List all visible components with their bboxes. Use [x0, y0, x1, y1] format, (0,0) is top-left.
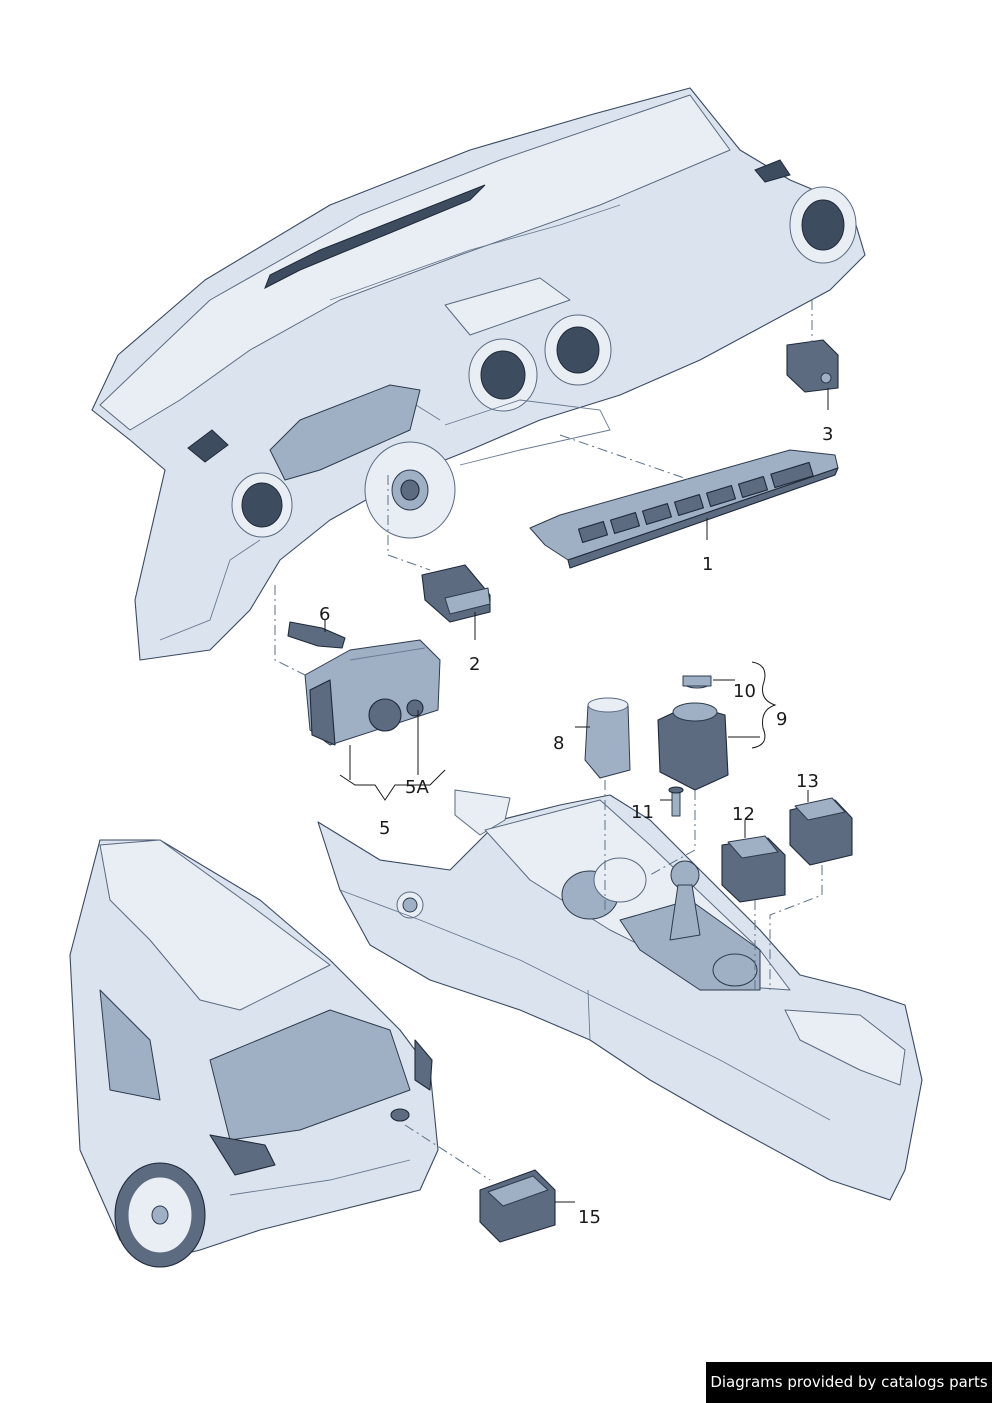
- callout-5a: 5A: [405, 777, 429, 798]
- callout-3: 3: [822, 424, 833, 445]
- callout-1: 1: [702, 554, 713, 575]
- air-vent-right: [789, 186, 857, 264]
- callout-5: 5: [379, 818, 390, 839]
- callout-2: 2: [469, 654, 480, 675]
- center-console-illustration: [317, 789, 923, 1201]
- part-5-light-switch: [304, 639, 441, 746]
- car-wheel: [114, 1162, 206, 1268]
- callout-12: 12: [732, 804, 755, 825]
- part-12-switch: [721, 835, 786, 903]
- callout-labels: 1 2 3 5 5A 6 8 9 10 11 12 13 15: [319, 424, 833, 1228]
- callout-6: 6: [319, 604, 330, 625]
- leader-lines: [324, 388, 829, 1203]
- part-15-switch: [479, 1169, 556, 1243]
- air-vent-center-1: [468, 338, 538, 412]
- air-vent-center-2: [544, 314, 612, 386]
- part-8-start-button: [584, 697, 631, 779]
- callout-15: 15: [578, 1207, 601, 1228]
- callout-13: 13: [796, 771, 819, 792]
- part-13-switch: [789, 797, 853, 866]
- footer-credit-text: Diagrams provided by catalogs parts: [710, 1373, 988, 1391]
- air-vent-left: [231, 472, 293, 538]
- car-illustration: [69, 839, 439, 1268]
- callout-8: 8: [553, 733, 564, 754]
- callout-10: 10: [733, 681, 756, 702]
- steering-column: [364, 441, 456, 539]
- part-9-controller: [657, 702, 729, 791]
- footer-credit-banner: Diagrams provided by catalogs parts: [706, 1362, 992, 1403]
- part-3-switch: [786, 339, 839, 393]
- assembly-lines: [274, 300, 823, 1181]
- callout-9: 9: [776, 709, 787, 730]
- part-11-bolt: [668, 786, 684, 817]
- part-1-switch-panel: [529, 449, 839, 569]
- part-2-switch: [421, 564, 491, 623]
- dashboard-illustration: [91, 87, 866, 661]
- part-6-sensor: [287, 621, 346, 649]
- callout-11: 11: [631, 802, 654, 823]
- part-10-knob-cap: [682, 675, 712, 689]
